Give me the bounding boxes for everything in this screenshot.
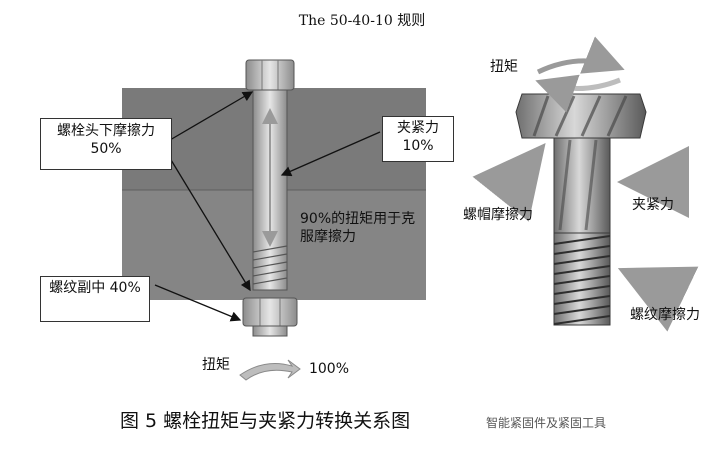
torque-90-label: 90%的扭矩用于克服摩擦力 [300, 211, 416, 245]
thread-friction-label: 螺纹副中 40% [49, 280, 141, 296]
thread-friction-right-label: 螺纹摩擦力 [630, 307, 700, 323]
torque-arrow-bottom [239, 359, 301, 381]
watermark: 智能紧固件及紧固工具 [486, 414, 607, 431]
right-bolt-shank [553, 137, 611, 234]
thread-friction-box: 螺纹副中 40% [40, 276, 150, 322]
torque-arrow-top [536, 36, 625, 75]
nut-friction-label: 螺帽摩擦力 [463, 207, 533, 223]
nut-friction-arrow [472, 142, 546, 222]
torque-100-label: 100% [308, 361, 350, 377]
clamp-force-label: 夹紧力 10% [397, 120, 439, 154]
bolt-head [245, 59, 295, 91]
diagram-title: The 50-40-10 规则 [298, 13, 426, 29]
nut [242, 297, 298, 327]
torque-bottom-label: 扭矩 [202, 357, 230, 373]
clamp-right-label: 夹紧力 [632, 197, 674, 213]
torque-right-label: 扭矩 [490, 59, 518, 75]
thread-friction-arrow [617, 266, 699, 332]
figure-caption: 图 5 螺栓扭矩与夹紧力转换关系图 [120, 410, 411, 432]
head-friction-box: 螺栓头下摩擦力 50% [40, 118, 172, 170]
clamp-force-box: 夹紧力 10% [382, 116, 454, 162]
head-friction-label: 螺栓头下摩擦力 50% [57, 123, 155, 157]
